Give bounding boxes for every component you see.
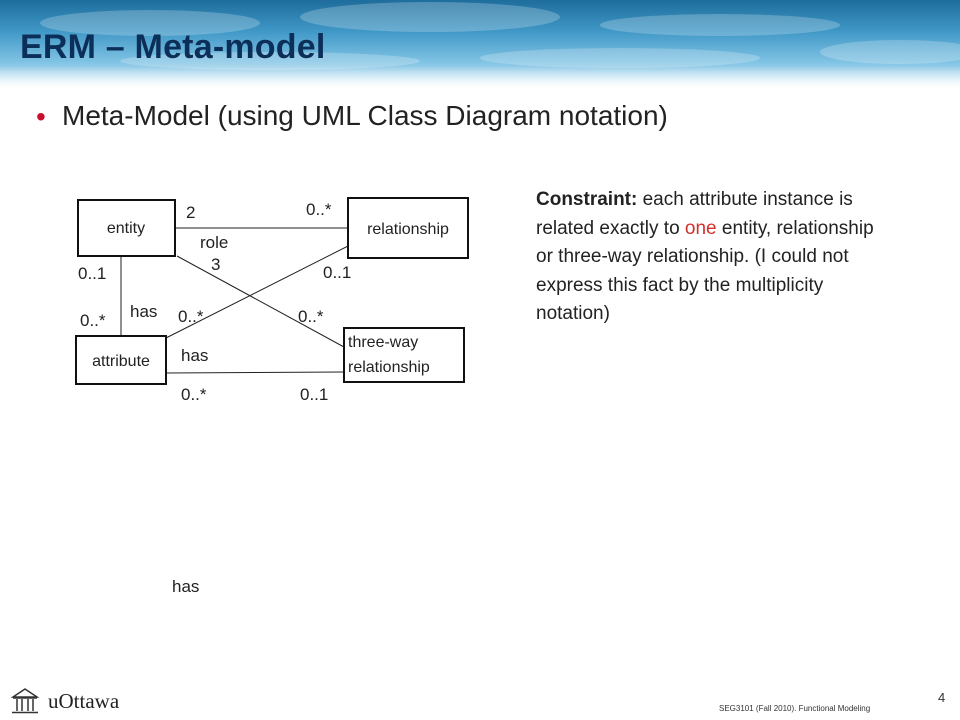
- constraint-label: Constraint:: [536, 189, 638, 210]
- multiplicity-label: 0..*: [178, 307, 204, 326]
- multiplicity-label: 0..*: [298, 307, 324, 326]
- stray-has-label: has: [172, 577, 200, 596]
- slide-title: ERM – Meta-model: [20, 28, 326, 66]
- multiplicity-label: 0..1: [78, 264, 106, 283]
- relationship-class-box: [347, 197, 469, 259]
- bullet-marker: •: [36, 101, 46, 132]
- bullet-text: Meta-Model (using UML Class Diagram nota…: [62, 100, 668, 131]
- constraint-text-before: each attribute instance is related exact…: [536, 189, 853, 239]
- entity-class-label: entity: [107, 220, 145, 237]
- multiplicity-label: 3: [211, 255, 220, 274]
- association-label: has: [130, 302, 157, 321]
- entity-threeway-association: [176, 255, 345, 348]
- uottawa-logo: uOttawa: [10, 686, 119, 716]
- water-banner: [0, 0, 960, 88]
- entity-class-box: [77, 199, 176, 257]
- multiplicity-label: 0..*: [181, 385, 207, 404]
- multiplicity-label: 0..1: [323, 263, 351, 282]
- attribute-class-label: attribute: [92, 353, 150, 370]
- footer-course-info: SEG3101 (Fall 2010). Functional Modeling: [719, 704, 871, 713]
- multiplicity-label: 0..*: [306, 200, 332, 219]
- multiplicity-label: 2: [186, 203, 195, 222]
- page-number: 4: [938, 690, 946, 705]
- constraint-highlight: one: [684, 217, 717, 239]
- constraint-text-after: entity, relationship or three-way relati…: [536, 217, 874, 325]
- role-label: role: [200, 233, 228, 252]
- attribute-class-box: [75, 335, 167, 385]
- attribute-threeway-association: [165, 371, 345, 374]
- threeway-class-label-line1: three-way: [348, 334, 418, 351]
- university-building-icon: [10, 688, 40, 714]
- logo-wordmark: uOttawa: [48, 688, 120, 713]
- threeway-class-box: [343, 327, 465, 383]
- multiplicity-label: 0..*: [80, 311, 106, 330]
- constraint-note: Constraint: each attribute instance is r…: [536, 186, 876, 329]
- threeway-class-label-line2: relationship: [348, 359, 430, 376]
- association-label: has: [181, 346, 208, 365]
- relationship-attribute-association: [165, 242, 355, 339]
- relationship-class-label: relationship: [367, 221, 449, 238]
- multiplicity-label: 0..1: [300, 385, 328, 404]
